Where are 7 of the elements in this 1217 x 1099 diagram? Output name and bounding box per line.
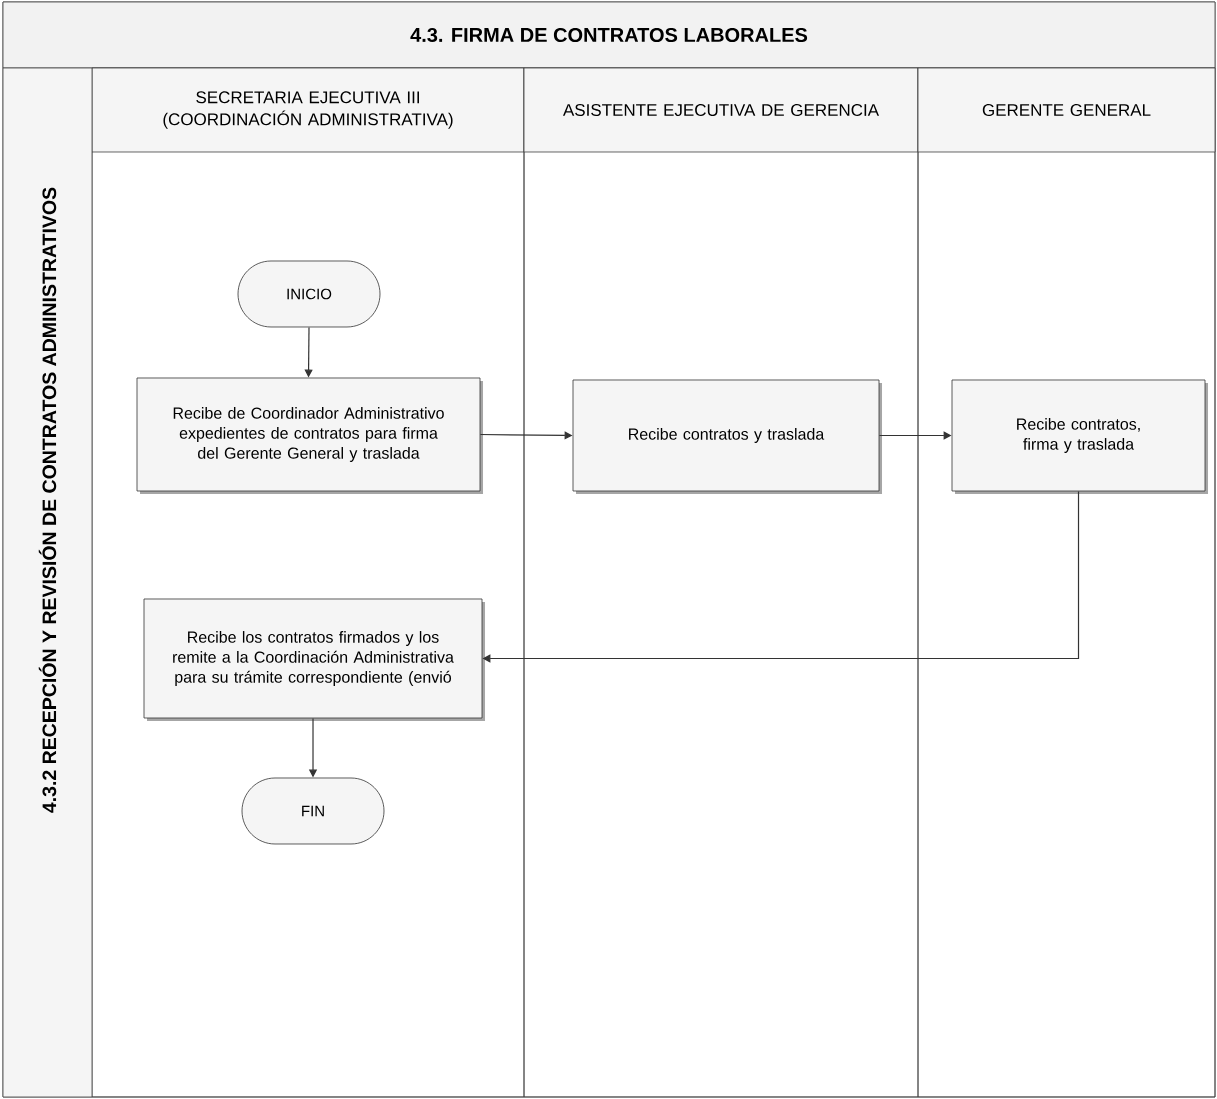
process-box: Recibe contratos, firma y traslada (951, 379, 1208, 494)
title-band: 4.3. FIRMA DE CONTRATOS LABORALES (2, 1, 1216, 69)
terminator: INICIO (237, 260, 381, 328)
terminator: FIN (241, 777, 385, 845)
process-box: Recibe los contratos firmados y los remite a la Coordinación Administrativa para su trámite correspondiente (envió (143, 598, 485, 721)
process-box: Recibe contratos y traslada (572, 379, 882, 494)
process-box: Recibe de Coordinador Administrativo expedientes de contratos para firma del Gerente General y traslada (136, 377, 483, 494)
